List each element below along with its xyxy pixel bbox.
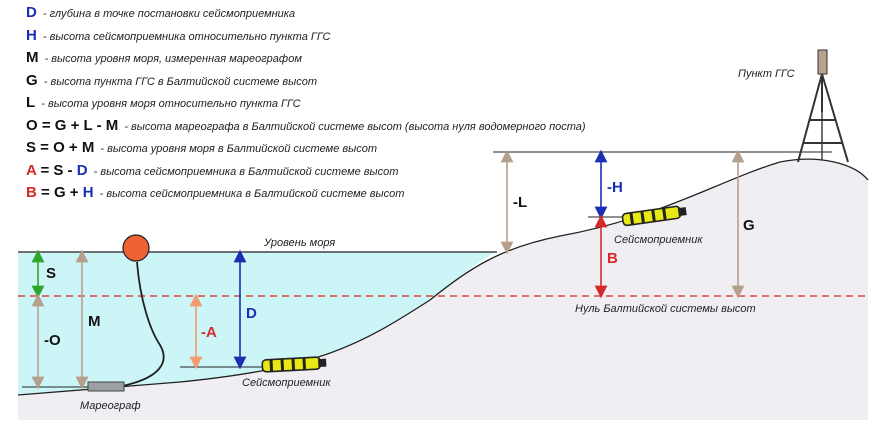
legend-item-L: L - высота уровня моря относительно пунк…	[26, 92, 666, 115]
legend-text-O: - высота мареографа в Балтийской системе…	[124, 120, 586, 133]
var-D: D	[246, 305, 257, 322]
legend-item-M: M - высота уровня моря, измеренная марео…	[26, 47, 666, 70]
legend-key-G: G	[26, 71, 38, 89]
label-seismometer-sea: Сейсмоприемник	[242, 377, 331, 389]
var-A: -A	[201, 324, 217, 341]
legend-text-M: - высота уровня моря, измеренная мареогр…	[44, 53, 302, 65]
buoy-icon	[122, 234, 150, 262]
legend-formula-B-rhs: H	[82, 184, 94, 201]
legend-text-G: - высота пункта ГГС в Балтийской системе…	[43, 75, 318, 88]
legend-item-H: H - высота сейсмоприемника относительно …	[26, 25, 666, 48]
label-sea-level: Уровень моря	[263, 237, 335, 249]
legend-formula-O: O = G + L - M	[26, 116, 119, 134]
legend-item-B: B = G + H - высота сейсмоприемника в Бал…	[26, 182, 666, 205]
legend: D - глубина в точке постановки сейсмопри…	[26, 2, 666, 205]
var-H: -H	[607, 179, 623, 196]
var-G: G	[743, 217, 755, 234]
legend-key-H: H	[26, 26, 37, 44]
label-seismometer-land: Сейсмоприемник	[614, 234, 703, 246]
legend-formula-B: B = G + H	[26, 184, 94, 201]
buoy-cable	[121, 261, 165, 387]
sea-water	[18, 252, 497, 395]
legend-key-L: L	[26, 94, 36, 111]
legend-item-D: D - глубина в точке постановки сейсмопри…	[26, 2, 666, 25]
seismometer-land-icon	[621, 205, 687, 227]
seismometer-sea-icon	[261, 356, 327, 373]
legend-item-S: S = O + M - высота уровня моря в Балтийс…	[26, 137, 666, 160]
var-S: S	[46, 265, 56, 282]
legend-formula-B-mid: = G +	[36, 184, 83, 201]
legend-formula-B-lhs: B	[26, 184, 37, 201]
legend-item-A: A = S - D - высота сейсмоприемника в Бал…	[26, 160, 666, 183]
legend-formula-A: A = S - D	[26, 162, 88, 179]
legend-text-A: - высота сейсмоприемника в Балтийской си…	[93, 165, 399, 178]
label-ggs-point: Пункт ГГС	[738, 68, 795, 80]
legend-text-L: - высота уровня моря относительно пункта…	[41, 98, 301, 110]
ground-terrain	[18, 159, 868, 420]
var-B: B	[607, 250, 618, 267]
legend-formula-A-lhs: A	[26, 161, 37, 179]
legend-text-H: - высота сейсмоприемника относительно пу…	[42, 30, 331, 43]
legend-text-D: - глубина в точке постановки сейсмоприем…	[42, 8, 296, 20]
var-L: -L	[513, 194, 527, 211]
legend-text-B: - высота сейсмоприемника в Балтийской си…	[99, 188, 405, 200]
legend-formula-A-rhs: D	[76, 161, 88, 179]
legend-item-O: O = G + L - M - высота мареографа в Балт…	[26, 115, 666, 138]
label-tide-gauge: Мареограф	[80, 400, 141, 412]
legend-formula-S: S = O + M	[26, 139, 95, 156]
legend-key-D: D	[26, 4, 37, 21]
var-O: -O	[44, 332, 61, 349]
legend-text-S: - высота уровня моря в Балтийской систем…	[100, 143, 378, 155]
var-M: M	[88, 313, 101, 330]
terrain-outline	[17, 158, 869, 396]
legend-item-G: G - высота пункта ГГС в Балтийской систе…	[26, 70, 666, 93]
legend-formula-A-mid: = S -	[36, 161, 77, 179]
tide-gauge-icon	[87, 381, 125, 392]
ggs-tower-icon	[797, 49, 849, 163]
legend-key-M: M	[26, 49, 39, 66]
label-baltic-zero: Нуль Балтийской системы высот	[575, 303, 756, 315]
